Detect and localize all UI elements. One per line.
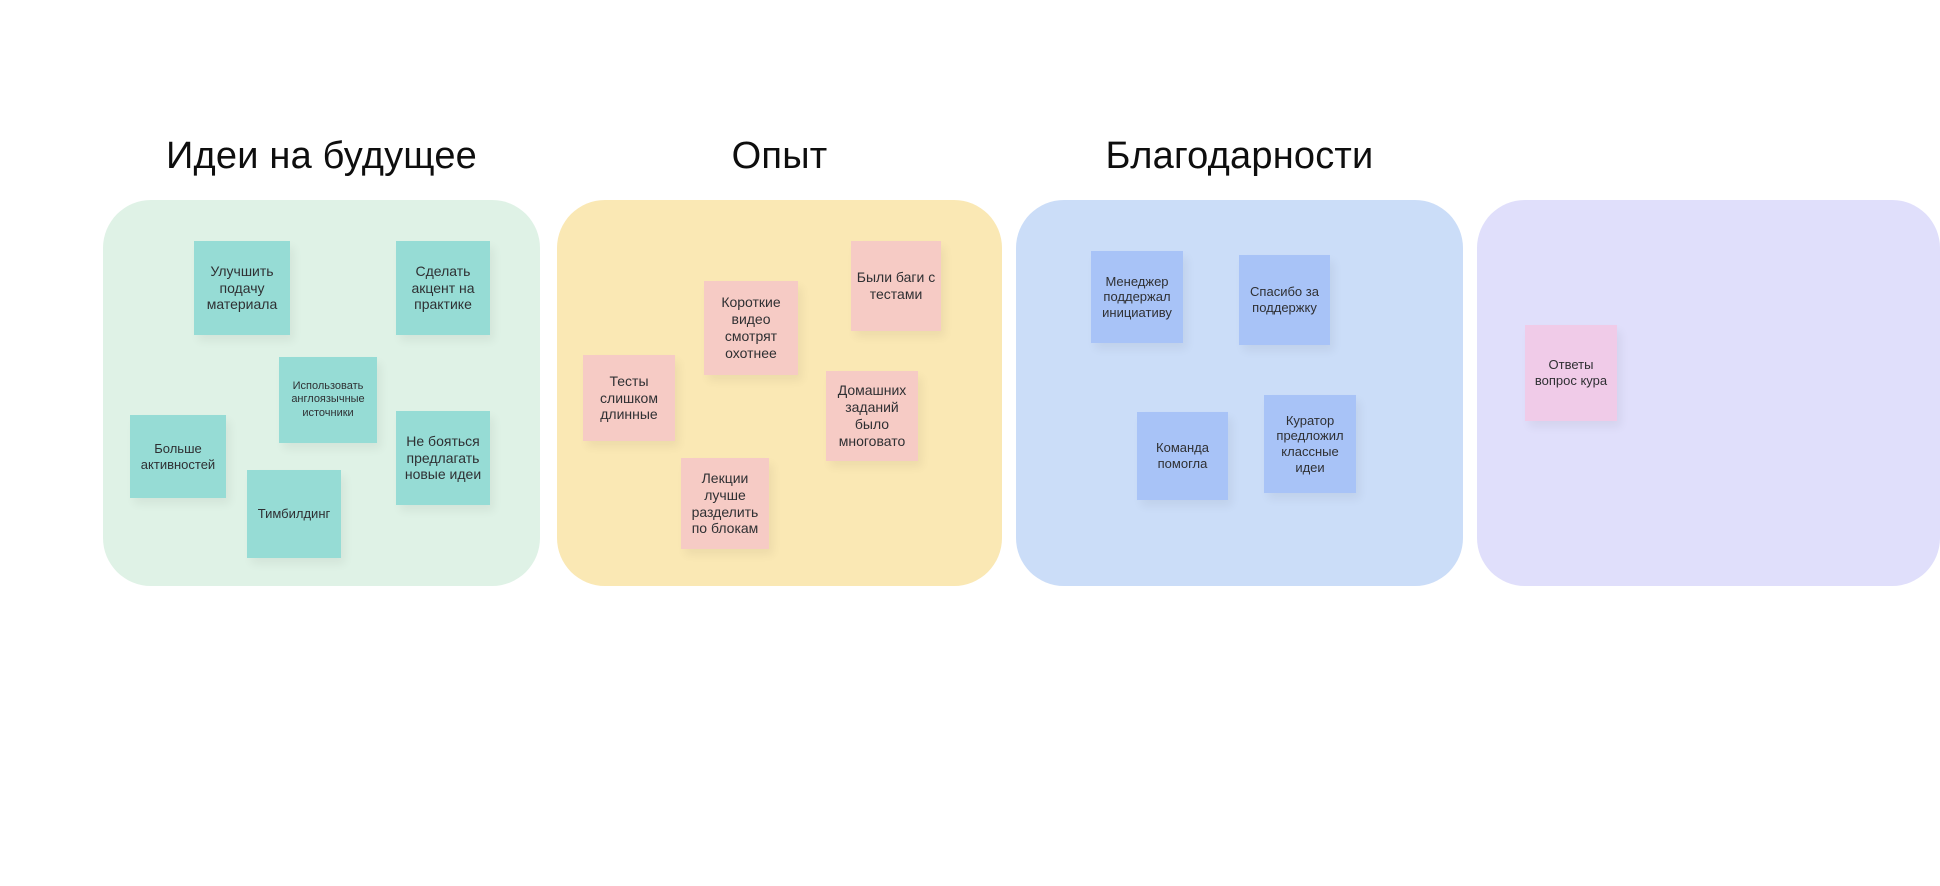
sticky-note[interactable]: Менеджер поддержал инициативу bbox=[1091, 251, 1183, 343]
sticky-note[interactable]: Были баги с тестами bbox=[851, 241, 941, 331]
sticky-note[interactable]: Не бояться предлагать новые идеи bbox=[396, 411, 490, 505]
sticky-note[interactable]: Улучшить подачу материала bbox=[194, 241, 290, 335]
sticky-note-text: Команда помогла bbox=[1156, 440, 1209, 471]
sticky-note[interactable]: Куратор предложил классные идеи bbox=[1264, 395, 1356, 493]
column-title-experience: Опыт bbox=[731, 135, 828, 177]
sticky-note[interactable]: Домашних заданий было многовато bbox=[826, 371, 918, 461]
sticky-note[interactable]: Ответы вопрос кура bbox=[1525, 325, 1617, 421]
sticky-note[interactable]: Тимбилдинг bbox=[247, 470, 341, 558]
sticky-note-text: Домашних заданий было многовато bbox=[837, 382, 907, 449]
sticky-note[interactable]: Короткие видео смотрят охотнее bbox=[704, 281, 798, 375]
sticky-note-text: Использовать англоязычные источники bbox=[291, 380, 365, 419]
column-title-thanks: Благодарности bbox=[1105, 135, 1374, 177]
sticky-note-text: Тесты слишком длинные bbox=[600, 372, 658, 423]
sticky-note-text: Короткие видео смотрят охотнее bbox=[721, 294, 781, 361]
sticky-note[interactable]: Тесты слишком длинные bbox=[583, 355, 675, 441]
sticky-note-text: Ответы вопрос кура bbox=[1534, 357, 1608, 388]
sticky-note-text: Не бояться предлагать новые идеи bbox=[404, 432, 482, 483]
sticky-note-text: Менеджер поддержал инициативу bbox=[1102, 273, 1172, 320]
sticky-note-text: Сделать акцент на практике bbox=[411, 262, 475, 313]
sticky-note-text: Были баги с тестами bbox=[856, 269, 936, 302]
sticky-note-text: Спасибо за поддержку bbox=[1250, 284, 1319, 315]
sticky-note[interactable]: Использовать англоязычные источники bbox=[279, 357, 377, 443]
sticky-note[interactable]: Больше активностей bbox=[130, 415, 226, 498]
sticky-note-text: Улучшить подачу материала bbox=[206, 262, 278, 313]
sticky-note[interactable]: Лекции лучше разделить по блокам bbox=[681, 458, 769, 549]
sticky-note-text: Лекции лучше разделить по блокам bbox=[691, 469, 759, 537]
sticky-note[interactable]: Команда помогла bbox=[1137, 412, 1228, 500]
sticky-note-text: Тимбилдинг bbox=[257, 506, 331, 522]
sticky-note[interactable]: Сделать акцент на практике bbox=[396, 241, 490, 335]
sticky-note[interactable]: Спасибо за поддержку bbox=[1239, 255, 1330, 345]
sticky-note-text: Куратор предложил классные идеи bbox=[1276, 412, 1344, 475]
sticky-note-text: Больше активностей bbox=[140, 440, 216, 472]
column-title-ideas: Идеи на будущее bbox=[165, 135, 478, 177]
